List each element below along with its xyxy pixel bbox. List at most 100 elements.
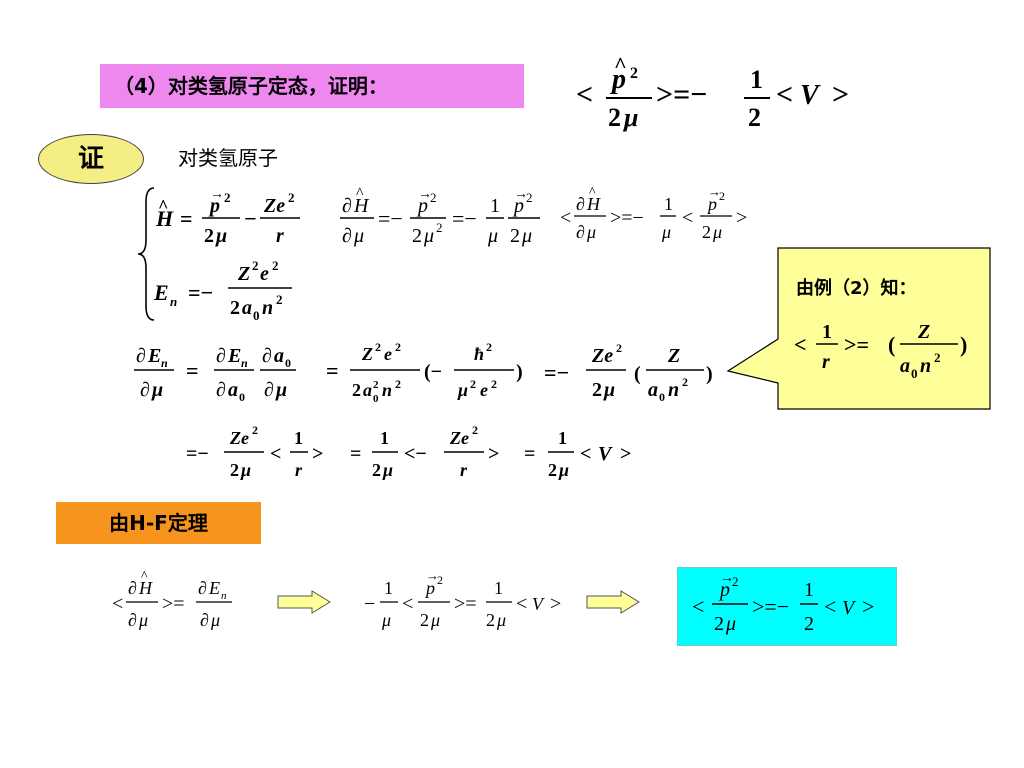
callout-shape xyxy=(726,247,991,410)
svg-text:(: ( xyxy=(888,332,895,357)
svg-text:∂: ∂ xyxy=(128,610,137,630)
svg-text:2: 2 xyxy=(486,340,492,354)
svg-text:>: > xyxy=(620,443,631,465)
svg-text:μ: μ xyxy=(712,222,722,242)
svg-text:<: < xyxy=(580,443,591,465)
svg-text:=−: =− xyxy=(378,206,403,231)
svg-text:=−: =− xyxy=(452,206,477,231)
svg-text:2: 2 xyxy=(420,610,429,630)
svg-text:Z: Z xyxy=(237,263,250,285)
svg-text:=: = xyxy=(186,358,199,383)
svg-text:n: n xyxy=(241,356,248,370)
hf-theorem-label: 由H-F定理 xyxy=(56,502,261,544)
svg-text:<: < xyxy=(794,332,807,357)
svg-text:1: 1 xyxy=(494,578,503,598)
svg-text:2: 2 xyxy=(412,225,422,247)
svg-text:a: a xyxy=(228,379,238,401)
svg-text:2: 2 xyxy=(230,297,240,319)
svg-text:μ: μ xyxy=(496,610,506,630)
svg-text:2: 2 xyxy=(682,375,688,389)
svg-text:E: E xyxy=(227,345,241,367)
svg-text:<: < xyxy=(112,593,123,615)
svg-text:2: 2 xyxy=(719,189,725,203)
svg-text:∂: ∂ xyxy=(576,194,585,214)
svg-text:∂: ∂ xyxy=(200,610,209,630)
svg-text:2: 2 xyxy=(395,340,401,354)
energy-derivative: ∂ E n ∂ μ = ∂ E n ∂ a 0 ∂ a 0 ∂ μ = Z 2 … xyxy=(134,340,713,405)
svg-text:μ: μ xyxy=(382,460,393,480)
svg-text:p: p xyxy=(416,195,428,217)
svg-text:H: H xyxy=(138,578,153,598)
svg-text:−: − xyxy=(244,206,257,231)
svg-text:<: < xyxy=(692,594,704,619)
svg-text:a: a xyxy=(900,355,910,377)
svg-text:E: E xyxy=(208,578,220,598)
svg-text:→: → xyxy=(514,187,528,202)
svg-text:n: n xyxy=(262,297,273,319)
svg-text:μ: μ xyxy=(622,103,638,132)
svg-text:^: ^ xyxy=(356,185,364,202)
svg-text:2: 2 xyxy=(608,103,621,132)
svg-text:−: − xyxy=(364,593,375,615)
svg-text:e: e xyxy=(260,263,269,285)
svg-text:): ) xyxy=(960,332,967,357)
svg-text:2: 2 xyxy=(934,350,941,365)
svg-text:2: 2 xyxy=(472,423,478,437)
svg-text:>: > xyxy=(862,594,874,619)
svg-text:a: a xyxy=(648,379,658,401)
svg-text:∂: ∂ xyxy=(198,578,207,598)
proof-label: 证 xyxy=(38,134,144,184)
intermediate-equation: − 1 μ < p → 2 2 μ >= 1 2 μ < V > xyxy=(364,570,561,630)
svg-text:2: 2 xyxy=(272,258,279,273)
svg-text:>: > xyxy=(488,443,499,465)
svg-text:μ: μ xyxy=(275,379,287,401)
svg-text:1: 1 xyxy=(664,194,673,214)
svg-text:2: 2 xyxy=(748,103,761,132)
svg-text:→: → xyxy=(426,570,439,583)
svg-text:μ: μ xyxy=(210,610,220,630)
energy-derivative-cont: =− Ze 2 2 μ < 1 r > = 1 2 μ <− Ze 2 r > … xyxy=(186,423,631,480)
svg-text:μ: μ xyxy=(586,222,596,242)
svg-text:2: 2 xyxy=(510,225,520,247)
svg-text:Ze: Ze xyxy=(229,428,249,448)
svg-text:^: ^ xyxy=(614,56,627,77)
svg-text:∂: ∂ xyxy=(342,225,352,247)
svg-text:<: < xyxy=(776,78,793,111)
svg-text:r: r xyxy=(276,225,284,247)
svg-text:1: 1 xyxy=(822,321,832,343)
svg-text:μ: μ xyxy=(558,460,569,480)
svg-text:0: 0 xyxy=(239,390,245,404)
svg-text:2: 2 xyxy=(470,377,476,391)
svg-text:e: e xyxy=(480,380,488,400)
svg-text:n: n xyxy=(161,356,168,370)
svg-text:μ: μ xyxy=(521,225,532,247)
svg-text:2: 2 xyxy=(732,574,739,589)
svg-text:>=: >= xyxy=(162,593,185,615)
svg-text:=−: =− xyxy=(186,443,209,465)
svg-text:2: 2 xyxy=(548,460,557,480)
svg-text:a: a xyxy=(363,380,372,400)
svg-text:(−: (− xyxy=(424,361,442,383)
svg-text:μ: μ xyxy=(215,225,227,247)
svg-text:e: e xyxy=(384,344,392,364)
svg-text:∂: ∂ xyxy=(216,379,226,401)
svg-text:p: p xyxy=(424,578,435,598)
svg-text:<: < xyxy=(682,207,693,229)
target-formula: < p ^ 2 2 μ >=− 1 2 < V > xyxy=(576,56,849,132)
svg-text:2: 2 xyxy=(375,340,381,354)
svg-text:): ) xyxy=(706,363,713,385)
svg-text:2: 2 xyxy=(486,610,495,630)
svg-text:=−: =− xyxy=(544,360,569,385)
proof-intro: 对类氢原子 xyxy=(178,146,278,170)
svg-text:2: 2 xyxy=(804,613,814,635)
result-box xyxy=(677,567,897,646)
svg-text:2: 2 xyxy=(616,341,622,355)
svg-text:∂: ∂ xyxy=(140,379,150,401)
svg-text:∂: ∂ xyxy=(216,345,226,367)
svg-text:V: V xyxy=(842,597,857,619)
svg-text:∂: ∂ xyxy=(264,379,274,401)
svg-text:<−: <− xyxy=(404,443,427,465)
callout-note: 由例（2）知： xyxy=(796,278,917,299)
svg-text:∂: ∂ xyxy=(136,345,146,367)
svg-text:a: a xyxy=(274,345,284,367)
